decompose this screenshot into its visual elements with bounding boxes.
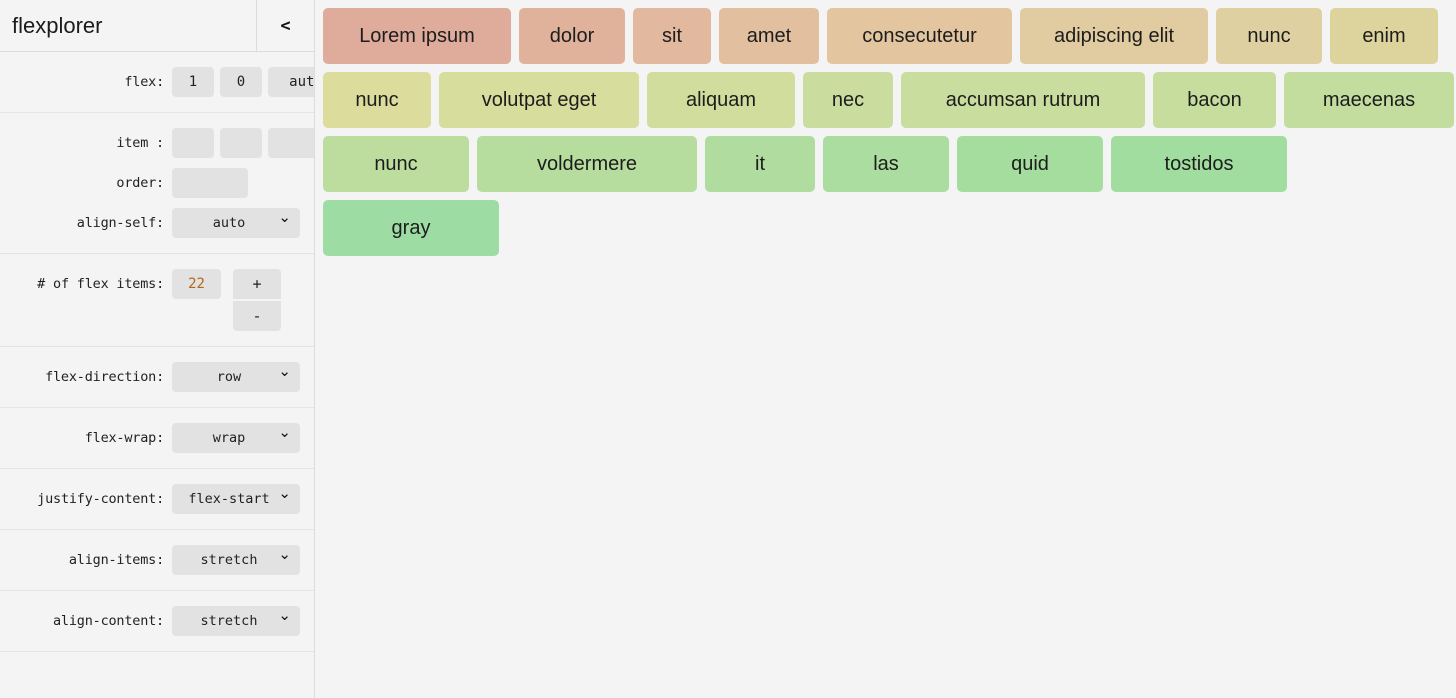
flex-item[interactable]: nunc: [323, 72, 431, 128]
flex-item[interactable]: accumsan rutrum: [901, 72, 1145, 128]
page-title: flexplorer: [12, 12, 103, 38]
control-row-order: order:: [0, 163, 314, 203]
flex-item[interactable]: amet: [719, 8, 819, 64]
label-justify-content: justify-content:: [37, 491, 164, 507]
increment-button[interactable]: +: [233, 269, 281, 299]
control-row-flex-wrap: flex-wrap: nowrapwrapwrap-reverse⌄: [0, 418, 314, 458]
align-self-select[interactable]: autoflex-startflex-endcenterbaselinestre…: [172, 208, 300, 238]
flex-item[interactable]: maecenas: [1284, 72, 1454, 128]
sidebar-section-flex-direction-section: flex-direction: rowrow-reversecolumncolum…: [0, 347, 314, 408]
justify-content-select-wrap: flex-startflex-endcenterspace-betweenspa…: [172, 484, 300, 514]
label-align-content: align-content:: [53, 613, 164, 629]
flex-item[interactable]: adipiscing elit: [1020, 8, 1208, 64]
sidebar-section-align-content-section: align-content: stretchflex-startflex-endc…: [0, 591, 314, 652]
align-content-select[interactable]: stretchflex-startflex-endcenterspace-bet…: [172, 606, 300, 636]
flex-item[interactable]: tostidos: [1111, 136, 1287, 192]
flex-item[interactable]: las: [823, 136, 949, 192]
controls-flex-wrap: nowrapwrapwrap-reverse⌄: [172, 423, 300, 453]
item-basis-input[interactable]: [268, 128, 314, 158]
item-grow-input[interactable]: [172, 128, 214, 158]
flex-direction-select[interactable]: rowrow-reversecolumncolumn-reverse: [172, 362, 300, 392]
label-flex-item-count: # of flex items:: [37, 276, 164, 292]
flex-item[interactable]: gray: [323, 200, 499, 256]
sidebar-section-item-properties: item : order: align-self: autoflex-startfle…: [0, 113, 314, 254]
decrement-button[interactable]: -: [233, 301, 281, 331]
label-flex-wrap: flex-wrap:: [84, 430, 164, 446]
flex-wrap-select[interactable]: nowrapwrapwrap-reverse: [172, 423, 300, 453]
align-content-select-wrap: stretchflex-startflex-endcenterspace-bet…: [172, 606, 300, 636]
controls-justify-content: flex-startflex-endcenterspace-betweenspa…: [172, 484, 300, 514]
control-row-item: item :: [0, 123, 314, 163]
flex-direction-select-wrap: rowrow-reversecolumncolumn-reverse⌄: [172, 362, 300, 392]
controls-align-items: stretchflex-startflex-endcenterbaseline⌄: [172, 545, 300, 575]
control-row-flex-item-count: # of flex items: +-: [0, 264, 314, 336]
flex-item[interactable]: Lorem ipsum: [323, 8, 511, 64]
label-flex: flex:: [124, 74, 164, 90]
control-row-flex-direction: flex-direction: rowrow-reversecolumncolum…: [0, 357, 314, 397]
sidebar-header: flexplorer <: [0, 0, 314, 52]
flex-shrink-input[interactable]: [220, 67, 262, 97]
controls-item: [172, 128, 314, 158]
sidebar-section-align-items-section: align-items: stretchflex-startflex-endcen…: [0, 530, 314, 591]
flex-item[interactable]: bacon: [1153, 72, 1276, 128]
control-row-align-self: align-self: autoflex-startflex-endcenterb…: [0, 203, 314, 243]
sidebar-section-justify-content-section: justify-content: flex-startflex-endcenter…: [0, 469, 314, 530]
sidebar-section-flex-wrap-section: flex-wrap: nowrapwrapwrap-reverse⌄: [0, 408, 314, 469]
flex-basis-input[interactable]: [268, 67, 314, 97]
flex-item[interactable]: voldermere: [477, 136, 697, 192]
flex-item[interactable]: aliquam: [647, 72, 795, 128]
control-row-flex: flex:: [0, 62, 314, 102]
controls-flex: [172, 67, 314, 97]
label-flex-direction: flex-direction:: [45, 369, 164, 385]
label-align-items: align-items:: [68, 552, 164, 568]
flex-item[interactable]: it: [705, 136, 815, 192]
sidebar: flexplorer < flex: item : order: align-self…: [0, 0, 315, 698]
flex-item[interactable]: volutpat eget: [439, 72, 639, 128]
flex-grow-input[interactable]: [172, 67, 214, 97]
flex-wrap-select-wrap: nowrapwrapwrap-reverse⌄: [172, 423, 300, 453]
order-input[interactable]: [172, 168, 248, 198]
flex-item[interactable]: enim: [1330, 8, 1438, 64]
control-row-align-content: align-content: stretchflex-startflex-endc…: [0, 601, 314, 641]
label-order: order:: [116, 175, 164, 191]
flex-item[interactable]: quid: [957, 136, 1103, 192]
sidebar-section-item-count: # of flex items: +-: [0, 254, 314, 347]
flex-item-count-input[interactable]: [172, 269, 221, 299]
item-count-stepper: +-: [233, 269, 281, 331]
align-self-select-wrap: autoflex-startflex-endcenterbaselinestre…: [172, 208, 300, 238]
chevron-left-icon[interactable]: <: [256, 0, 314, 51]
control-row-justify-content: justify-content: flex-startflex-endcenter…: [0, 479, 314, 519]
controls-align-content: stretchflex-startflex-endcenterspace-bet…: [172, 606, 300, 636]
controls-align-self: autoflex-startflex-endcenterbaselinestre…: [172, 208, 300, 238]
align-items-select-wrap: stretchflex-startflex-endcenterbaseline⌄: [172, 545, 300, 575]
item-shrink-input[interactable]: [220, 128, 262, 158]
flex-item[interactable]: dolor: [519, 8, 625, 64]
flex-item[interactable]: sit: [633, 8, 711, 64]
controls-flex-direction: rowrow-reversecolumncolumn-reverse⌄: [172, 362, 300, 392]
label-align-self: align-self:: [76, 215, 164, 231]
align-items-select[interactable]: stretchflex-startflex-endcenterbaseline: [172, 545, 300, 575]
controls-order: [172, 168, 248, 198]
justify-content-select[interactable]: flex-startflex-endcenterspace-betweenspa…: [172, 484, 300, 514]
flex-item[interactable]: nec: [803, 72, 893, 128]
label-item: item :: [116, 135, 164, 151]
control-row-align-items: align-items: stretchflex-startflex-endcen…: [0, 540, 314, 580]
sidebar-section-flex-shorthand: flex:: [0, 52, 314, 113]
flex-item[interactable]: nunc: [1216, 8, 1322, 64]
controls-flex-item-count: +-: [172, 269, 281, 331]
sidebar-controls: flex: item : order: align-self: autoflex-sta…: [0, 52, 314, 652]
flex-item[interactable]: consecutetur: [827, 8, 1012, 64]
flex-item[interactable]: nunc: [323, 136, 469, 192]
